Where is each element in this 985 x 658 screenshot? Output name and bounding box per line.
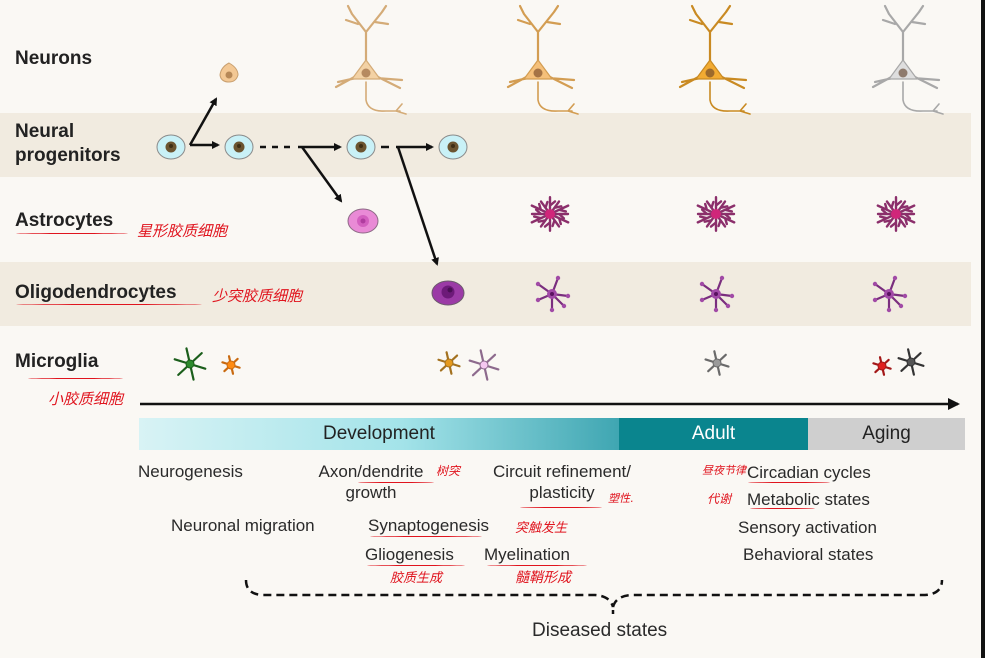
annotation-myelination: 髓鞘形成 — [515, 570, 571, 586]
process-axon-line1: Axon/dendrite — [318, 462, 424, 481]
process-circuit-line1: Circuit refinement/ — [493, 462, 631, 481]
annotation-dendrite: 树突 — [436, 464, 461, 478]
astrocyte-precursor-icon — [347, 208, 379, 234]
annotation-underline-metabolic — [750, 508, 815, 509]
annotation-metabolic: 代谢 — [707, 492, 732, 506]
diseased-states-label: Diseased states — [532, 620, 668, 641]
annotation-circadian: 昼夜节律 — [702, 464, 746, 477]
neuron-icon — [871, 4, 944, 115]
row-label-oligodendrocytes: Oligodendrocytes — [15, 282, 177, 303]
process-neurogenesis: Neurogenesis — [138, 462, 243, 481]
astrocyte-icon — [530, 196, 570, 232]
progenitor-cell-icon — [156, 134, 186, 160]
progenitor-cell-icon — [346, 134, 376, 160]
process-circuit-refinement: Circuit refinement/ plasticity — [477, 461, 647, 503]
immature-neuron-icon — [219, 62, 239, 83]
microglia-icon — [872, 356, 892, 376]
row-label-progenitors: Neural progenitors — [15, 120, 121, 168]
stage-development: Development — [139, 418, 619, 450]
astrocyte-icon — [696, 196, 736, 232]
oligodendrocyte-icon — [872, 275, 908, 313]
progenitor-cell-icon — [438, 134, 468, 160]
annotation-underline-microglia — [28, 378, 123, 379]
row-label-astrocytes: Astrocytes — [15, 210, 114, 231]
annotation-gliogenesis: 胶质生成 — [390, 571, 443, 586]
microglia-icon — [897, 348, 925, 376]
annotation-underline-synaptogenesis — [370, 536, 482, 537]
row-label-microglia: Microglia — [15, 351, 99, 372]
window-edge — [981, 0, 985, 658]
annotation-astrocytes: 星形胶质细胞 — [137, 222, 228, 240]
neuron-icon — [334, 4, 407, 115]
process-axon-dendrite-growth: Axon/dendrite growth — [306, 461, 436, 503]
process-sensory-activation: Sensory activation — [738, 518, 877, 537]
process-circadian-cycles: Circadian cycles — [747, 463, 871, 482]
microglia-icon — [468, 349, 500, 381]
oligodendrocyte-icon — [699, 275, 735, 313]
diseased-states-brace — [244, 579, 944, 608]
annotation-underline-oligodendrocytes — [16, 304, 202, 305]
annotation-underline-myelination — [487, 565, 587, 566]
microglia-icon — [704, 350, 730, 376]
microglia-icon — [173, 347, 207, 381]
annotation-plasticity: 塑性. — [608, 492, 634, 505]
astrocyte-icon — [876, 196, 916, 232]
microglia-icon — [437, 351, 461, 375]
annotation-oligodendrocytes: 少突胶质细胞 — [212, 287, 303, 305]
process-behavioral-states: Behavioral states — [743, 545, 874, 564]
neuron-icon — [506, 4, 579, 115]
oligodendrocyte-icon — [535, 275, 571, 313]
process-axon-line2: growth — [345, 483, 397, 502]
process-synaptogenesis: Synaptogenesis — [368, 516, 489, 535]
stage-aging: Aging — [808, 418, 965, 450]
annotation-synaptogenesis: 突触发生 — [515, 521, 568, 536]
lineage-arrows — [188, 97, 439, 266]
annotation-microglia: 小胶质细胞 — [48, 390, 124, 408]
stage-adult: Adult — [619, 418, 808, 450]
oligodendrocytes-band — [0, 262, 971, 326]
annotation-underline-astrocytes — [16, 233, 128, 234]
row-label-progenitors-line2: progenitors — [15, 145, 121, 166]
microglia-icon — [221, 355, 241, 375]
process-neuronal-migration: Neuronal migration — [171, 516, 315, 535]
process-gliogenesis: Gliogenesis — [365, 545, 454, 564]
process-circuit-line2: plasticity — [529, 483, 595, 502]
annotation-underline-gliogenesis — [367, 565, 465, 566]
annotation-underline-dendrite — [358, 482, 434, 483]
oligodendrocyte-precursor-icon — [431, 280, 465, 306]
progenitor-cell-icon — [224, 134, 254, 160]
neuron-icon — [678, 4, 751, 115]
row-label-progenitors-line1: Neural — [15, 121, 75, 142]
row-label-neurons: Neurons — [15, 48, 93, 69]
annotation-underline-plasticity — [520, 507, 602, 508]
annotation-underline-circadian — [748, 482, 830, 483]
process-metabolic-states: Metabolic states — [747, 490, 870, 509]
process-myelination: Myelination — [484, 545, 570, 564]
